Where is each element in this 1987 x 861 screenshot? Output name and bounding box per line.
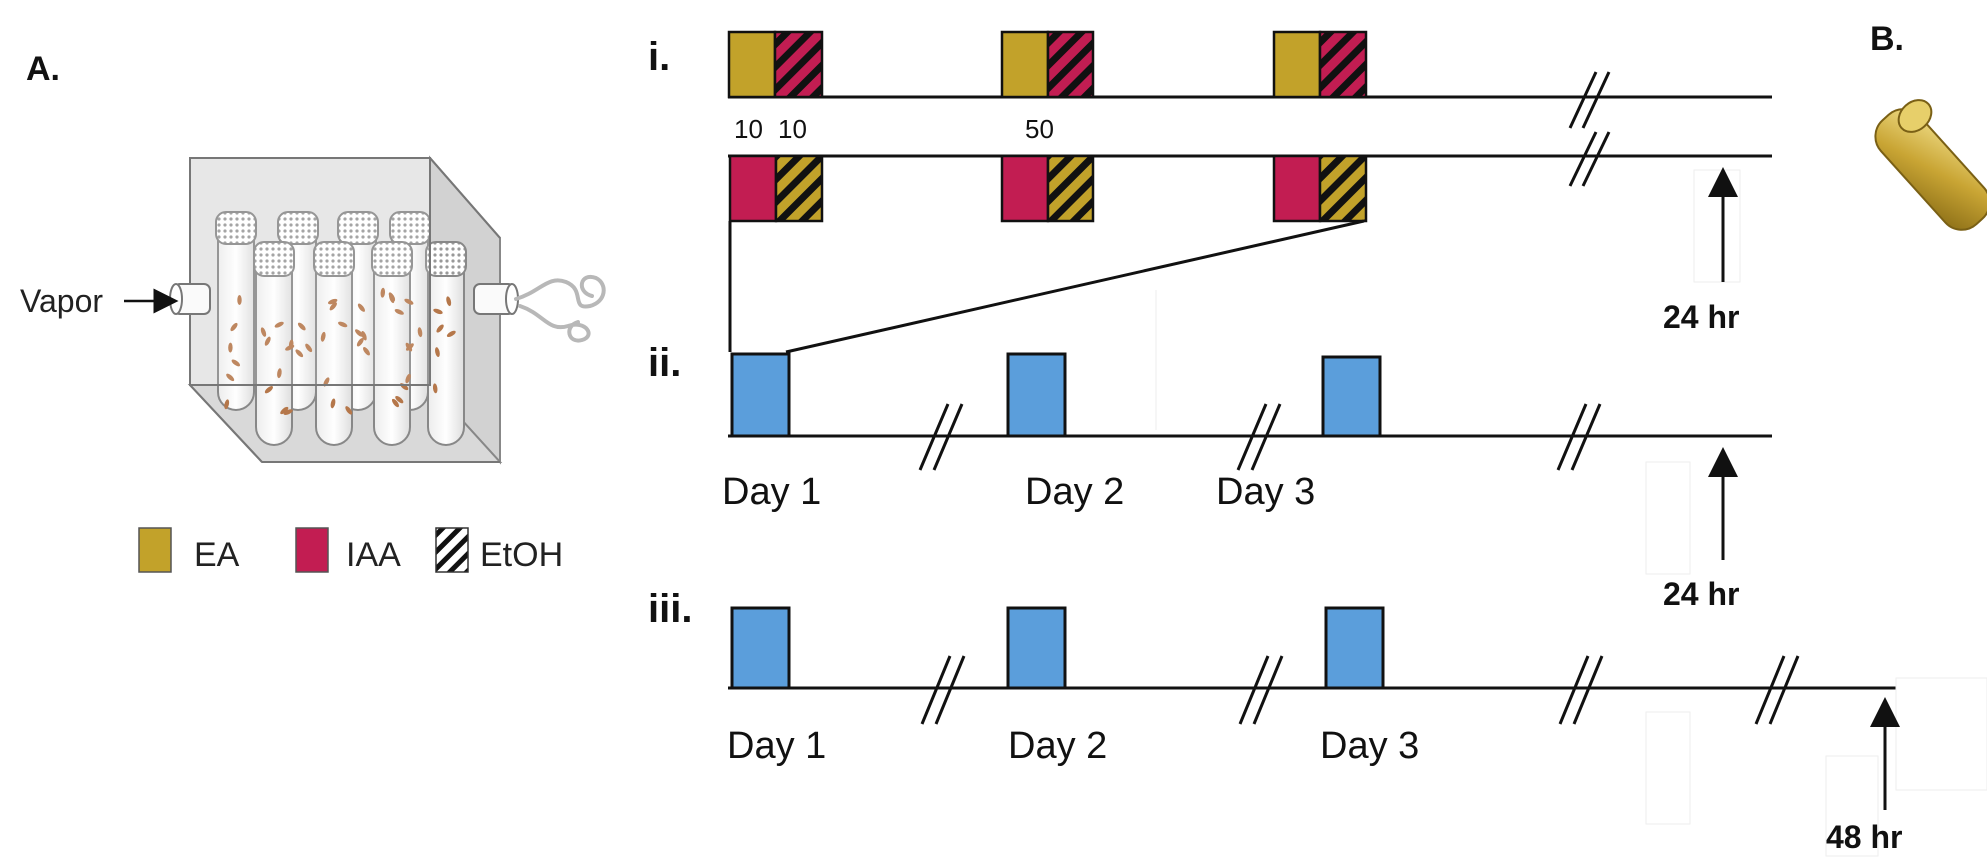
fly-speck: [356, 337, 364, 347]
fly-speck: [363, 346, 370, 356]
fly-speck: [230, 322, 238, 332]
row-i-label: i.: [648, 35, 670, 79]
fly-specks: [224, 287, 456, 415]
fly-speck: [283, 409, 293, 415]
vapor-inlet-port: [169, 283, 211, 315]
fly-speck: [327, 298, 338, 305]
row-iii-timer-label: 48 hr: [1826, 819, 1902, 855]
fly-speck: [345, 406, 353, 415]
trial-block-3-upper: [1272, 30, 1368, 99]
fly-speck: [320, 331, 326, 342]
trial-block-3-lower: [1272, 154, 1368, 223]
fly-speck: [237, 295, 242, 305]
row-ii-session-day-1: [730, 352, 791, 438]
fly-speck: [297, 322, 306, 331]
row-iii-session-day-2: [1006, 606, 1067, 690]
legend: EA IAA EtOH: [138, 527, 563, 574]
fly-speck: [435, 347, 440, 358]
fly-speck: [228, 342, 233, 353]
trial-block-2-lower: [1000, 154, 1095, 223]
row-iii-break-marks: [920, 655, 1800, 725]
row-ii-training-schedule: ii. Day 1 Day 2 Day 3 24 hr: [648, 341, 1772, 612]
legend-label-ea: EA: [194, 536, 240, 574]
fly-speck: [277, 368, 282, 379]
vapor-plume-icon: [514, 274, 606, 343]
fly-speck: [389, 293, 395, 304]
trial-block-1-lower: [728, 154, 824, 223]
dose-label-2: 10: [778, 114, 807, 144]
vapor-outlet-port: [473, 283, 519, 315]
fly-speck: [224, 399, 230, 410]
fly-speck: [226, 373, 235, 382]
vapor-chamber-illustration: Vapor: [20, 155, 606, 465]
row-iii-day-1-label: Day 1: [727, 725, 826, 767]
row-iii-day-3-label: Day 3: [1320, 725, 1419, 767]
zoom-connector: [728, 219, 1365, 430]
legend-label-etoh: EtOH: [480, 536, 563, 574]
vapor-label: Vapor: [20, 283, 103, 319]
fly-speck: [405, 342, 413, 352]
fly-speck: [361, 330, 367, 341]
row-ii-break-marks: [918, 403, 1602, 471]
fly-speck: [436, 324, 444, 333]
fly-speck: [231, 359, 241, 367]
fly-speck: [260, 327, 267, 337]
fly-speck: [264, 386, 273, 394]
trial-block-1-upper: [727, 30, 824, 99]
fly-speck: [432, 383, 438, 394]
fly-speck: [295, 349, 304, 358]
row-ii-session-day-2: [1006, 352, 1067, 438]
row-ii-session-day-3: [1321, 355, 1382, 438]
row-ii-day-3-label: Day 3: [1216, 471, 1315, 513]
legend-label-iaa: IAA: [346, 536, 401, 574]
fly-speck: [394, 308, 404, 315]
fly-speck: [280, 406, 289, 415]
legend-swatch-etoh: [435, 527, 469, 573]
syringe-icon: [1874, 99, 1987, 231]
fly-speck: [274, 321, 284, 328]
dose-label-3: 50: [1025, 114, 1054, 144]
chamber-front-face: [189, 157, 431, 386]
row-iii-label: iii.: [648, 587, 692, 631]
row-i-odor-training: i. 10 10 50: [648, 30, 1772, 335]
panel-b-label: B.: [1870, 20, 1904, 58]
fly-speck: [357, 303, 365, 312]
fly-speck: [391, 398, 400, 408]
row-i-timer-label: 24 hr: [1663, 299, 1739, 335]
fly-speck: [433, 308, 443, 315]
row-iii-training-schedule: iii. Day 1 Day 2 Day 3 48 hr: [648, 587, 1987, 857]
row-iii-session-day-3: [1324, 606, 1385, 690]
fly-speck: [330, 398, 336, 409]
fly-speck: [446, 330, 456, 338]
fly-speck: [329, 302, 337, 311]
fly-speck: [338, 321, 348, 328]
row-i-break-marks: [1568, 71, 1611, 187]
fly-speck: [446, 296, 452, 307]
dose-label-1: 10: [734, 114, 763, 144]
row-ii-day-1-label: Day 1: [722, 471, 821, 513]
row-ii-day-2-label: Day 2: [1025, 471, 1124, 513]
fly-speck: [417, 327, 423, 338]
trial-block-2-upper: [1000, 30, 1095, 99]
tube-rack-front: [253, 241, 467, 446]
fly-speck: [264, 336, 271, 346]
fly-speck: [380, 287, 386, 298]
row-ii-timer-label: 24 hr: [1663, 576, 1739, 612]
row-iii-session-day-1: [730, 606, 791, 690]
row-iii-day-2-label: Day 2: [1008, 725, 1107, 767]
panel-a-label: A.: [26, 50, 60, 88]
fly-speck: [355, 329, 363, 337]
fly-speck: [288, 339, 294, 350]
fly-speck: [395, 395, 404, 404]
legend-swatch-ea: [138, 527, 172, 573]
fly-speck: [305, 343, 313, 353]
legend-swatch-iaa: [295, 527, 329, 573]
fly-speck: [405, 373, 411, 384]
fly-speck: [404, 298, 414, 305]
row-ii-label: ii.: [648, 341, 681, 385]
